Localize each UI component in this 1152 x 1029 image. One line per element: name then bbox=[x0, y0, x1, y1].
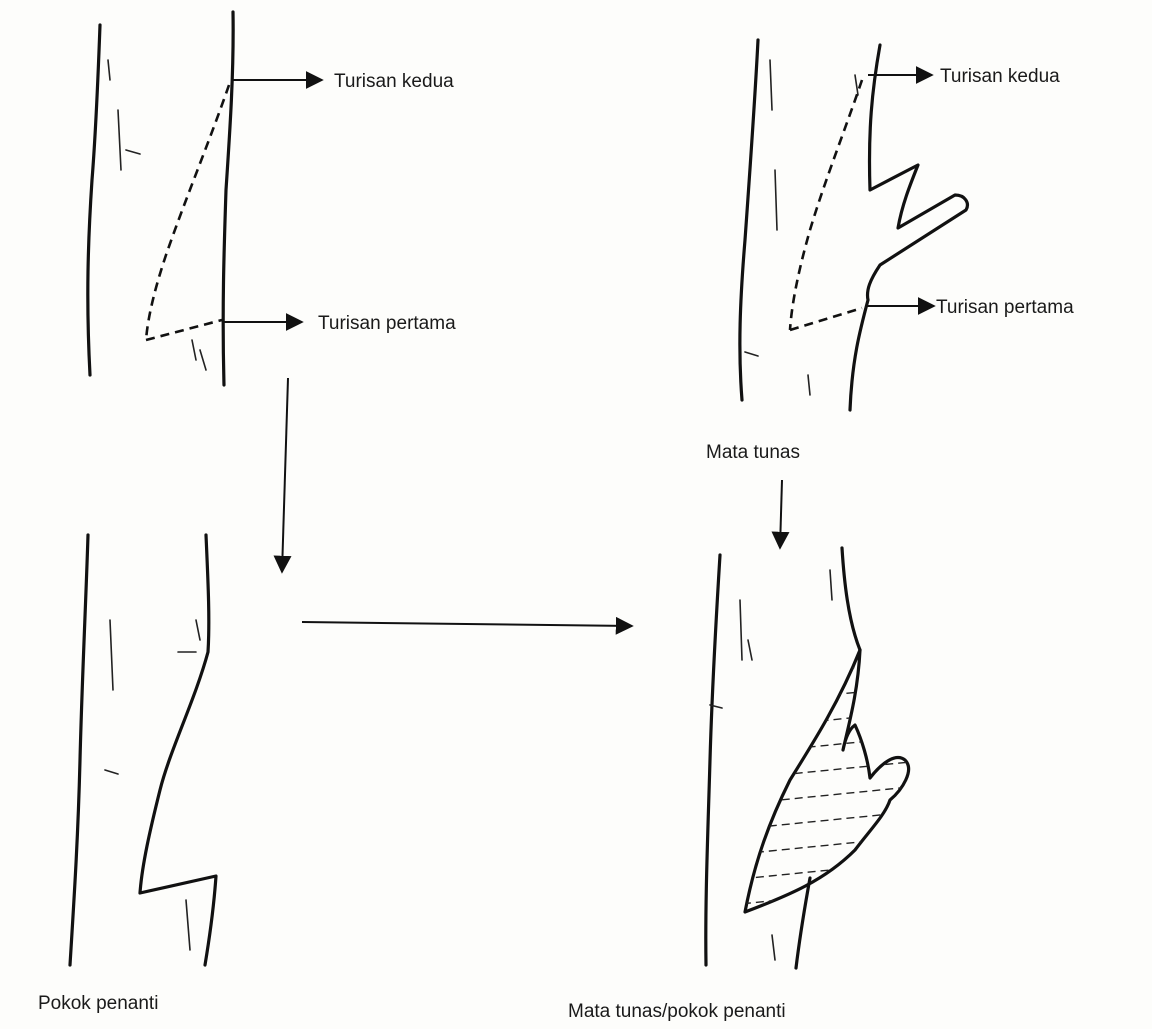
arrow-down-left bbox=[282, 378, 288, 572]
arrow-down-right bbox=[780, 480, 782, 548]
bud-stem-right-edge-with-bud bbox=[850, 45, 967, 410]
label-first-cut: Turisan pertama bbox=[318, 314, 456, 333]
inserted-bud-patch bbox=[745, 650, 909, 912]
bark-texture-2 bbox=[745, 60, 858, 395]
first-cut-dashed-line bbox=[146, 320, 222, 340]
label-second-cut-2: Turisan kedua bbox=[940, 67, 1060, 86]
label-bud-eye: Mata tunas bbox=[706, 443, 800, 462]
stem-left-edge bbox=[88, 25, 100, 375]
union-right-edge-bottom bbox=[796, 878, 810, 968]
union-right-edge-top bbox=[842, 548, 860, 650]
bark-texture-3 bbox=[105, 620, 200, 950]
stem-bud-on-rootstock bbox=[706, 548, 930, 968]
rootstock-right-edge-notch bbox=[140, 535, 216, 965]
label-bud-on-rootstock: Mata tunas/pokok penanti bbox=[568, 1002, 786, 1021]
second-cut-dashed-line-2 bbox=[790, 80, 862, 330]
stem-rootstock bbox=[70, 535, 216, 965]
stem-right-edge bbox=[223, 12, 233, 385]
stem-bud-eye bbox=[740, 40, 968, 410]
stem-cut-marks bbox=[88, 12, 322, 385]
bark-texture bbox=[108, 60, 206, 370]
first-cut-dashed-line-2 bbox=[790, 308, 862, 330]
rootstock-left-edge bbox=[70, 535, 88, 965]
bud-patch-hatching bbox=[730, 660, 930, 905]
label-first-cut-2: Turisan pertama bbox=[936, 298, 1074, 317]
bud-stem-left-edge bbox=[740, 40, 758, 400]
arrow-right bbox=[302, 622, 632, 626]
second-cut-dashed-line bbox=[146, 85, 229, 340]
union-left-edge bbox=[706, 555, 720, 965]
label-rootstock: Pokok penanti bbox=[38, 994, 158, 1013]
label-second-cut: Turisan kedua bbox=[334, 72, 454, 91]
